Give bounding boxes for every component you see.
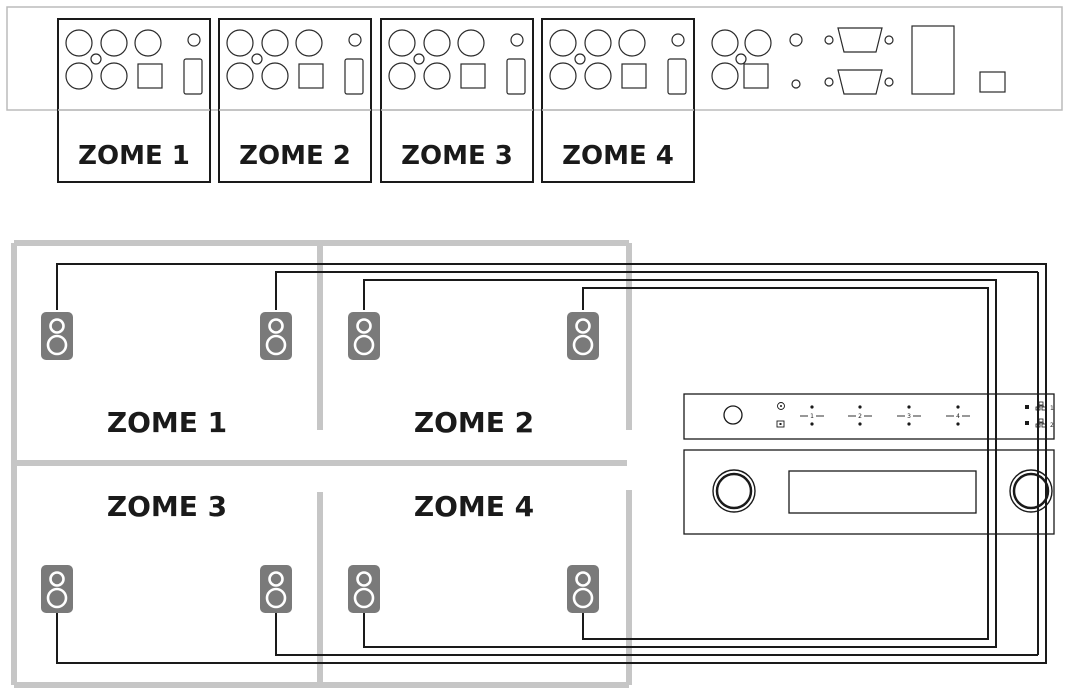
- rca-jack-icon: [671, 33, 685, 47]
- connector-slot: [506, 58, 526, 95]
- rca-jack-icon: [134, 29, 162, 57]
- rca-jack-icon: [388, 29, 416, 57]
- rca-jack-icon: [295, 29, 323, 57]
- wiring-over-receiver: [987, 394, 1047, 534]
- panel-zone-3-label: ZOME 3: [401, 141, 513, 171]
- rca-jack-icon: [457, 29, 485, 57]
- connector-square: [137, 63, 163, 89]
- speakers: [41, 312, 599, 613]
- speaker-icon: [348, 565, 380, 613]
- connector-square: [621, 63, 647, 89]
- zone-module-4-jacks: [549, 29, 687, 95]
- zone-1-number: 1: [810, 413, 814, 420]
- zone-module-3-jacks: [388, 29, 526, 95]
- zone-4-number: 4: [956, 413, 960, 420]
- speaker-icon: [41, 565, 73, 613]
- rca-jack-icon: [510, 33, 524, 47]
- rca-jack-icon: [413, 53, 425, 65]
- rear-panel: [6, 6, 1063, 111]
- speaker-icon: [41, 312, 73, 360]
- room-labels: ZOME 1 ZOME 2 ZOME 3 ZOME 4: [107, 406, 534, 523]
- rca-jack-icon: [226, 29, 254, 57]
- panel-zone-1-box: [57, 18, 211, 183]
- panel-zone-4-box: [541, 18, 695, 183]
- zone-2-number: 2: [858, 413, 862, 420]
- rca-jack-icon: [65, 62, 93, 90]
- db9-port-icon: [824, 27, 894, 53]
- rca-jack-icon: [423, 29, 451, 57]
- volume-knob-icon[interactable]: [712, 469, 756, 513]
- volume-knob-icon[interactable]: [1009, 469, 1053, 513]
- room-zone-4-label: ZOME 4: [414, 490, 534, 523]
- speaker-icon: [567, 312, 599, 360]
- rca-jack-icon: [549, 29, 577, 57]
- rear-panel-extras: [711, 25, 1006, 95]
- zone-4-control[interactable]: 4: [946, 405, 970, 426]
- panel-zone-2-box: [218, 18, 372, 183]
- rca-jack-icon: [251, 53, 263, 65]
- room-walls: [11, 240, 632, 688]
- zone-module-1-jacks: [65, 29, 203, 95]
- room-zone-3-label: ZOME 3: [107, 490, 227, 523]
- rca-jack-icon: [187, 33, 201, 47]
- connector-slot: [344, 58, 364, 95]
- receiver-zone-controls: 1 2 3 4: [800, 405, 970, 426]
- speaker-icon: [567, 565, 599, 613]
- rca-jack-icon: [348, 33, 362, 47]
- rca-jack-icon: [574, 53, 586, 65]
- connector-square: [460, 63, 486, 89]
- panel-zone-2-label: ZOME 2: [239, 141, 351, 171]
- room-zone-1-label: ZOME 1: [107, 406, 227, 439]
- rca-jack-icon: [226, 62, 254, 90]
- panel-zone-1-label: ZOME 1: [78, 141, 190, 171]
- rca-jack-icon: [584, 29, 612, 57]
- rca-jack-icon: [618, 29, 646, 57]
- speaker-icon: [260, 312, 292, 360]
- rca-jack-icon: [65, 29, 93, 57]
- receiver: 1 2 3 4 1 2: [683, 393, 1055, 535]
- rca-jack-icon: [261, 62, 289, 90]
- zone-3-number: 3: [907, 413, 911, 420]
- speaker-icon: [348, 312, 380, 360]
- zone-1-control[interactable]: 1: [800, 405, 824, 426]
- zone-2-control[interactable]: 2: [848, 405, 872, 426]
- panel-zone-4-label: ZOME 4: [562, 141, 674, 171]
- connector-slot: [183, 58, 203, 95]
- db9-port-icon: [824, 69, 894, 95]
- zone-module-2-jacks: [226, 29, 364, 95]
- connector-square: [298, 63, 324, 89]
- zone-3-control[interactable]: 3: [897, 405, 921, 426]
- network-port-2-number: 2: [1050, 422, 1054, 429]
- rca-jack-icon: [100, 62, 128, 90]
- rca-jack-icon: [90, 53, 102, 65]
- room-zone-2-label: ZOME 2: [414, 406, 534, 439]
- input-indicator: [776, 420, 785, 428]
- rca-jack-icon: [100, 29, 128, 57]
- panel-zone-boxes: ZOME 1 ZOME 2 ZOME 3 ZOME 4: [57, 18, 695, 183]
- rca-jack-icon: [549, 62, 577, 90]
- receiver-display: [788, 470, 977, 514]
- panel-zone-3-box: [380, 18, 534, 183]
- speaker-icon: [260, 565, 292, 613]
- receiver-control-strip: [683, 393, 1055, 440]
- rear-panel-jacks: [65, 29, 687, 95]
- rca-jack-icon: [584, 62, 612, 90]
- rca-jack-icon: [261, 29, 289, 57]
- power-icon[interactable]: [777, 402, 785, 410]
- rca-jack-icon: [423, 62, 451, 90]
- rca-jack-icon: [388, 62, 416, 90]
- receiver-button[interactable]: [723, 405, 743, 425]
- network-port-1-number: 1: [1050, 405, 1054, 412]
- connector-slot: [667, 58, 687, 95]
- receiver-body: [683, 449, 1055, 535]
